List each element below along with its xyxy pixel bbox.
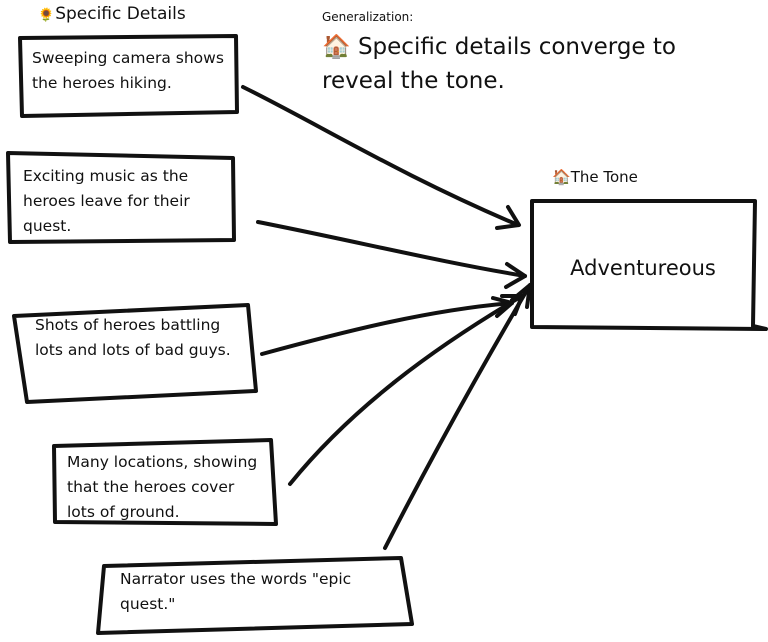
- details-title: Specific Details: [55, 4, 186, 24]
- detail-text-1: Sweeping camera shows the heroes hiking.: [32, 49, 224, 92]
- detail-box-4: [52, 438, 278, 526]
- detail-box-2: [6, 151, 236, 244]
- house-icon: 🏠: [552, 168, 571, 186]
- detail-text-5: Narrator uses the words "epic quest.": [120, 570, 352, 613]
- house-icon: 🏠: [322, 34, 351, 60]
- arrow-3: [260, 301, 514, 356]
- tone-header: 🏠The Tone: [552, 168, 638, 186]
- detail-text-4: Many locations, showing that the heroes …: [67, 453, 258, 521]
- arrow-5: [383, 283, 532, 550]
- arrow-2: [256, 220, 527, 278]
- detail-text-3: Shots of heroes battling lots and lots o…: [35, 316, 231, 359]
- detail-box-5: [96, 556, 414, 635]
- arrow-1: [241, 85, 520, 227]
- arrow-4: [288, 294, 524, 486]
- tone-value: Adventureous: [570, 256, 716, 280]
- generalization-label: Generalization:: [322, 10, 414, 24]
- detail-box-1: [18, 34, 239, 118]
- details-header: 🌻Specific Details: [38, 4, 186, 24]
- tone-title: The Tone: [570, 168, 638, 186]
- tone-box: [530, 199, 768, 331]
- generalization-statement: 🏠 Specific details converge to reveal th…: [322, 30, 752, 98]
- sunflower-icon: 🌻: [38, 8, 55, 23]
- generalization-text: Specific details converge to reveal the …: [322, 34, 676, 94]
- detail-text-2: Exciting music as the heroes leave for t…: [23, 167, 190, 235]
- detail-box-3: [12, 303, 258, 404]
